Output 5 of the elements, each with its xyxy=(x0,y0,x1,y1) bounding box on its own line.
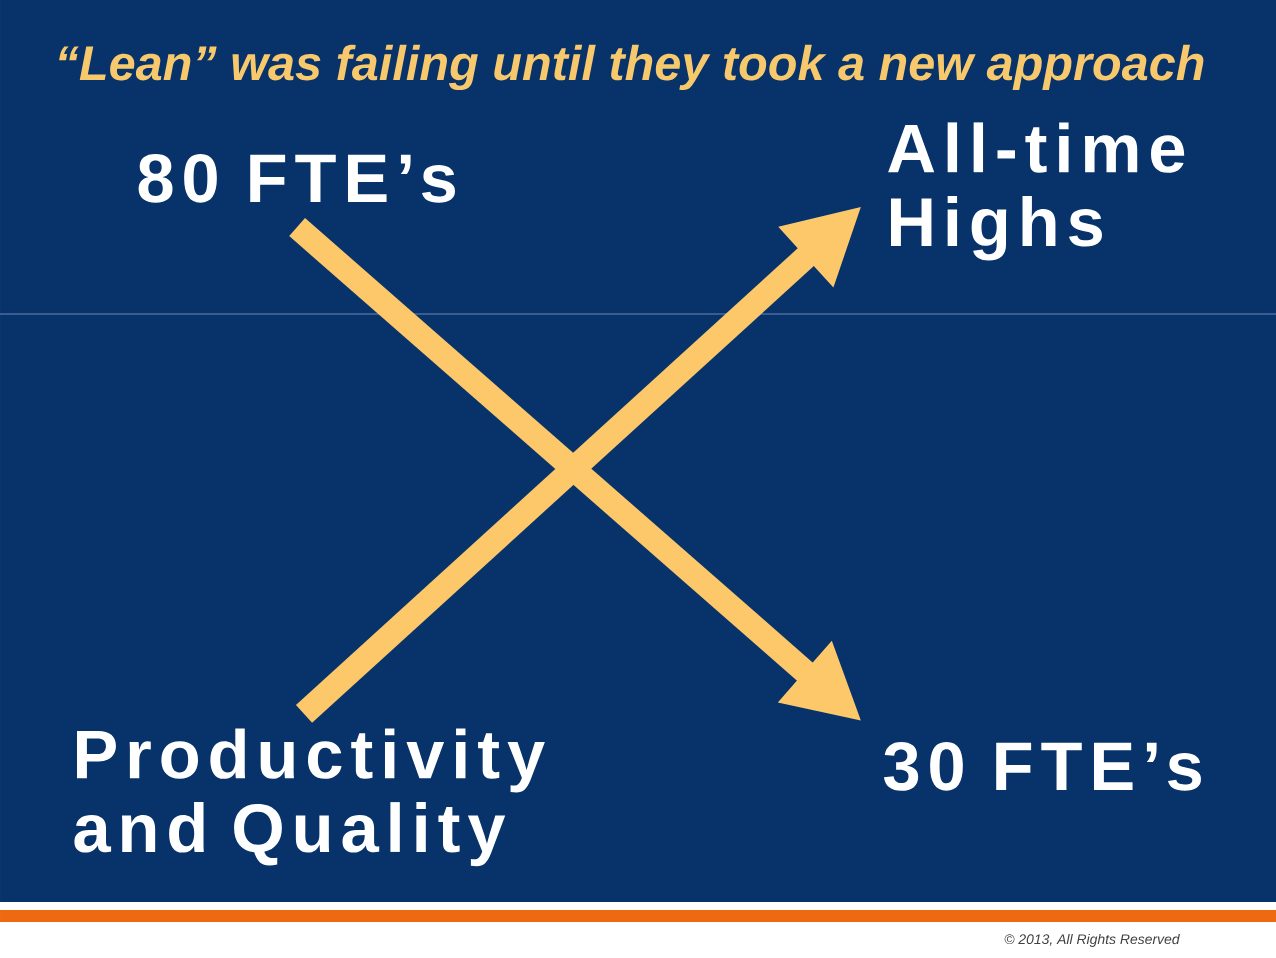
title: “Lean” was failing until they took a new approach xyxy=(59,44,1204,91)
node-label: 30 FTE’s xyxy=(883,742,1201,791)
node-label: Productivity and Quality xyxy=(74,728,545,867)
node-label: 80 FTE’s xyxy=(138,154,455,203)
node-label: All-time Highs xyxy=(888,122,1185,261)
